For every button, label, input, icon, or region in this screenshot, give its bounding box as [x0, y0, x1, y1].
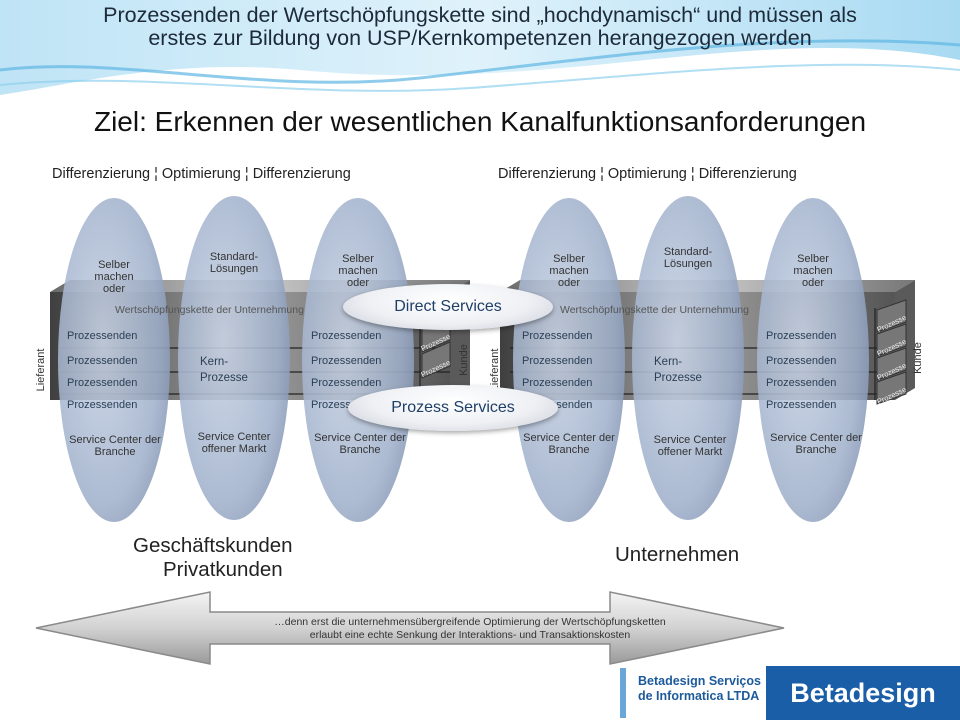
- goal-heading: Ziel: Erkennen der wesentlichen Kanalfun…: [93, 106, 867, 137]
- right-diff-label: Differenzierung ¦ Optimierung ¦ Differen…: [498, 166, 797, 182]
- direct-services-pill: Direct Services: [343, 284, 553, 330]
- process-row: Prozessenden: [766, 355, 837, 367]
- service-center-label: Service Center der Branche: [770, 432, 862, 456]
- service-center-label: Service Center offener Markt: [653, 434, 727, 458]
- logo-subtitle-line2: de Informatica LTDA: [638, 689, 760, 703]
- left-chain-label: Wertschöpfungskette der Unternehmung: [115, 304, 304, 316]
- brand-logo: Betadesign: [766, 666, 960, 720]
- process-row: Prozessenden: [766, 330, 837, 342]
- service-center-label: Service Center der Branche: [69, 434, 161, 458]
- process-row: Prozessenden: [67, 399, 138, 411]
- process-row: Prozessenden: [766, 377, 837, 389]
- logo-subtitle: Betadesign Serviços de Informatica LTDA: [638, 674, 761, 704]
- left-diff-label: Differenzierung ¦ Optimierung ¦ Differen…: [52, 166, 351, 182]
- kern-prozesse-label: Kern- Prozesse: [200, 356, 248, 384]
- header-wave: [0, 0, 960, 95]
- ellipse-top-label: Selber machen oder: [793, 253, 833, 289]
- logo-subtitle-line1: Betadesign Serviços: [638, 674, 761, 688]
- right-caption: Unternehmen: [615, 543, 740, 566]
- ellipse-top-label: Standard- Lösungen: [663, 246, 713, 270]
- arrow-text-line1: …denn erst die unternehmensübergreifende…: [274, 616, 666, 628]
- arrow-text: …denn erst die unternehmensübergreifende…: [190, 616, 750, 642]
- ellipse-right-2: [632, 196, 744, 520]
- ellipse-right-3: [757, 198, 869, 522]
- left-kunde-label: Kunde: [458, 344, 470, 376]
- left-lieferant-label: Lieferant: [35, 348, 47, 392]
- ellipse-left-2: [178, 196, 290, 520]
- value-chain-diagram: [50, 196, 915, 522]
- process-row: Prozessenden: [522, 355, 593, 367]
- arrow-text-line2: erlaubt eine echte Senkung der Interakti…: [309, 629, 631, 641]
- left-caption-line2: Privatkunden: [163, 558, 283, 581]
- title-line-1: Prozessenden der Wertschöpfungskette sin…: [103, 3, 857, 27]
- prozess-services-pill: Prozess Services: [348, 385, 558, 431]
- process-row: Prozessenden: [311, 355, 382, 367]
- ellipse-top-label: Selber machen oder: [94, 259, 134, 295]
- process-row: Prozessenden: [766, 399, 837, 411]
- kern-prozesse-label: Kern- Prozesse: [654, 356, 702, 384]
- ellipse-top-label: Selber machen oder: [338, 253, 378, 289]
- process-row: Prozessenden: [522, 330, 593, 342]
- service-center-label: Service Center der Branche: [314, 432, 406, 456]
- double-arrow: [35, 591, 785, 665]
- process-row: Prozessenden: [67, 377, 138, 389]
- right-kunde-label: Kunde: [912, 342, 924, 374]
- ellipse-left-3: [302, 198, 414, 522]
- ellipse-right-1: [513, 198, 625, 522]
- page-title: Prozessenden der Wertschöpfungskette sin…: [0, 4, 960, 50]
- process-row: Prozessenden: [522, 377, 593, 389]
- left-caption-line1: Geschäftskunden: [133, 534, 293, 557]
- ellipse-top-label: Selber machen oder: [549, 253, 589, 289]
- right-chain-label: Wertschöpfungskette der Unternehmung: [560, 304, 749, 316]
- process-row: Prozessenden: [67, 330, 138, 342]
- process-row: Prozessenden: [311, 330, 382, 342]
- process-row: Prozessenden: [67, 355, 138, 367]
- title-line-2: erstes zur Bildung von USP/Kernkompetenz…: [148, 26, 812, 50]
- process-row: Prozessenden: [311, 377, 382, 389]
- service-center-label: Service Center offener Markt: [197, 431, 271, 455]
- ellipse-top-label: Standard- Lösungen: [209, 251, 259, 275]
- service-center-label: Service Center der Branche: [523, 432, 615, 456]
- ellipses: [58, 196, 869, 522]
- logo-accent-bar: [620, 668, 626, 718]
- ellipse-left-1: [58, 198, 170, 522]
